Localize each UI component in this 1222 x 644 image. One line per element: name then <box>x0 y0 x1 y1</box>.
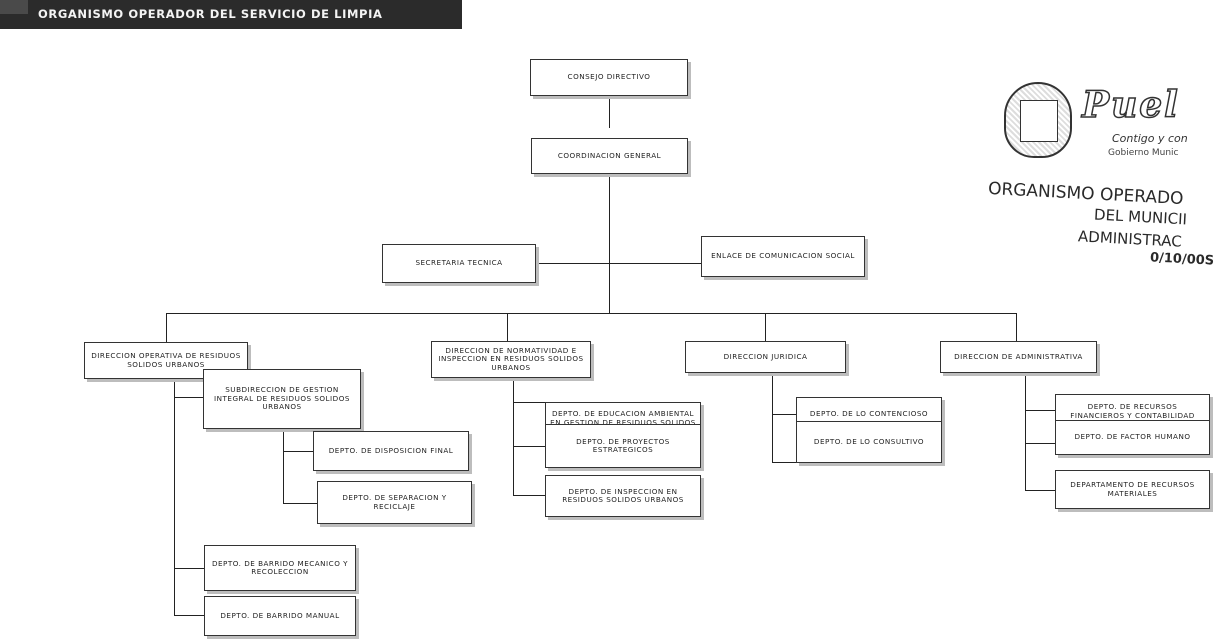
page-title: ORGANISMO OPERADOR DEL SERVICIO DE LIMPI… <box>38 7 383 21</box>
connector-line <box>765 313 766 341</box>
logo-slogan: Contigo y con <box>1112 132 1188 145</box>
box-depto-disposicion-final: DEPTO. DE DISPOSICION FINAL <box>313 431 469 471</box>
connector-line <box>174 615 204 616</box>
connector-line <box>513 378 514 495</box>
municipal-seal-icon <box>1004 82 1072 158</box>
box-enlace-comunicacion-social: ENLACE DE COMUNICACION SOCIAL <box>701 236 865 277</box>
connector-line <box>772 372 773 463</box>
connector-line <box>1025 443 1055 444</box>
box-secretaria-tecnica: SECRETARIA TECNICA <box>382 244 536 283</box>
connector-line <box>513 446 545 447</box>
connector-line <box>283 451 313 452</box>
connector-line <box>772 462 796 463</box>
box-depto-barrido-manual: DEPTO. DE BARRIDO MANUAL <box>204 596 356 636</box>
connector-line <box>1025 490 1055 491</box>
logo-brand: Puel <box>1081 83 1180 127</box>
banner-stripe <box>0 0 28 14</box>
logo-gobierno: Gobierno Munic <box>1108 148 1179 158</box>
connector-line <box>166 313 1016 314</box>
connector-line <box>174 568 204 569</box>
connector-line <box>283 503 317 504</box>
connector-line <box>1016 313 1017 341</box>
connector-line <box>283 428 284 503</box>
connector-line <box>1025 410 1055 411</box>
box-direccion-normatividad: DIRECCION DE NORMATIVIDAD E INSPECCION E… <box>431 341 591 378</box>
connector-line <box>166 313 167 343</box>
connector-line <box>174 397 203 398</box>
seal-shield-icon <box>1020 100 1058 142</box>
box-depto-separacion-reciclaje: DEPTO. DE SEPARACION Y RECICLAJE <box>317 481 472 524</box>
stamp-line-3: ADMINISTRAC <box>1077 227 1183 251</box>
connector-line <box>609 173 610 313</box>
box-depto-barrido-mecanico: DEPTO. DE BARRIDO MECANICO Y RECOLECCION <box>204 545 356 591</box>
box-direccion-administrativa: DIRECCION DE ADMINISTRATIVA <box>940 341 1097 373</box>
box-subdireccion-gestion-integral: SUBDIRECCION DE GESTION INTEGRAL DE RESI… <box>203 369 361 429</box>
box-depto-factor-humano: DEPTO. DE FACTOR HUMANO <box>1055 420 1210 455</box>
stamp-line-2: DEL MUNICII <box>1093 205 1188 229</box>
connector-line <box>609 95 610 128</box>
box-direccion-juridica: DIRECCION JURIDICA <box>685 341 846 373</box>
box-coordinacion-general: COORDINACION GENERAL <box>531 138 688 174</box>
page-title-banner: ORGANISMO OPERADOR DEL SERVICIO DE LIMPI… <box>0 0 462 29</box>
box-depto-recursos-materiales: DEPARTAMENTO DE RECURSOS MATERIALES <box>1055 470 1210 509</box>
connector-line <box>513 402 545 403</box>
connector-line <box>507 313 508 341</box>
connector-line <box>1025 372 1026 491</box>
box-depto-inspeccion: DEPTO. DE INSPECCION EN RESIDUOS SOLIDOS… <box>545 475 701 517</box>
box-depto-proyectos-estrategicos: DEPTO. DE PROYECTOS ESTRATEGICOS <box>545 424 701 468</box>
connector-line <box>772 414 796 415</box>
box-consejo-directivo: CONSEJO DIRECTIVO <box>530 59 688 96</box>
connector-line <box>513 495 545 496</box>
stamp-line-4: 0/10/00S <box>1149 250 1215 269</box>
stamp-line-1: ORGANISMO OPERADO <box>987 178 1184 210</box>
connector-line <box>174 378 175 615</box>
municipal-logo: Puel Contigo y con Gobierno Munic ORGANI… <box>982 78 1222 308</box>
connector-line <box>475 263 701 264</box>
box-depto-consultivo: DEPTO. DE LO CONSULTIVO <box>796 421 942 463</box>
